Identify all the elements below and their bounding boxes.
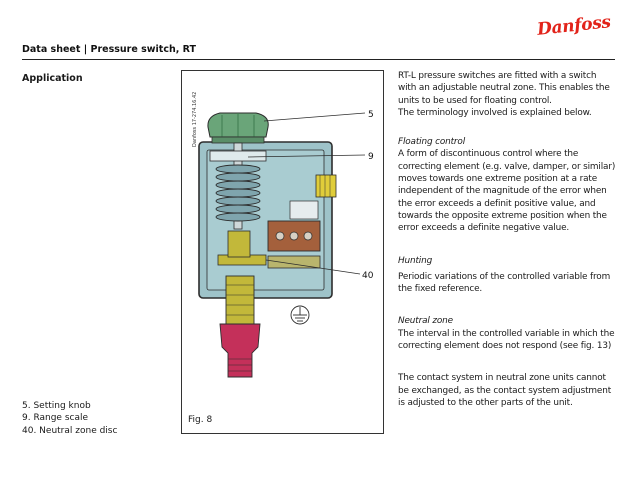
hunting-text: Periodic variations of the controlled va… (398, 271, 611, 295)
header-divider (22, 59, 615, 60)
contact-system-text: The contact system in neutral zone units… (398, 373, 612, 408)
danfoss-logo: Danfoss (536, 12, 612, 40)
callout-9: 9 (368, 152, 374, 162)
application-text: RT-L pressure switches are fitted with a… (398, 70, 616, 409)
neutral-zone-heading: Neutral zone (398, 316, 453, 327)
pressure-switch-diagram: Danfoss 17-274.16.42 (192, 92, 374, 378)
section-title: Application (22, 73, 83, 84)
figure-8: Danfoss 17-274.16.42 (181, 70, 384, 434)
main-spring (215, 164, 261, 222)
neutral-zone-text: The interval in the controlled variable … (398, 328, 615, 352)
callout-5: 5 (368, 110, 374, 120)
figure-legend: 5. Setting knob 9. Range scale 40. Neutr… (22, 400, 117, 437)
intro-text-2: The terminology involved is explained be… (398, 107, 592, 118)
hunting-heading: Hunting (398, 255, 433, 266)
legend-item: 40. Neutral zone disc (22, 425, 118, 436)
bellows (225, 275, 255, 325)
page-header: Data sheet | Pressure switch, RT (22, 44, 196, 55)
floating-control-text: A form of discontinuous control where th… (398, 149, 616, 234)
cable-gland (315, 174, 337, 198)
earth-symbol (290, 305, 310, 325)
legend-item: 5. Setting knob (22, 401, 91, 411)
range-scale (209, 150, 267, 162)
figure-id-text: Danfoss 17-274.16.42 (192, 92, 198, 147)
floating-control-heading: Floating control (398, 137, 466, 148)
callout-40: 40 (362, 271, 374, 281)
pressure-connector (219, 323, 261, 378)
legend-item: 9. Range scale (22, 413, 89, 424)
figure-caption: Fig. 8 (188, 415, 213, 425)
intro-text: RT-L pressure switches are fitted with a… (398, 71, 610, 106)
